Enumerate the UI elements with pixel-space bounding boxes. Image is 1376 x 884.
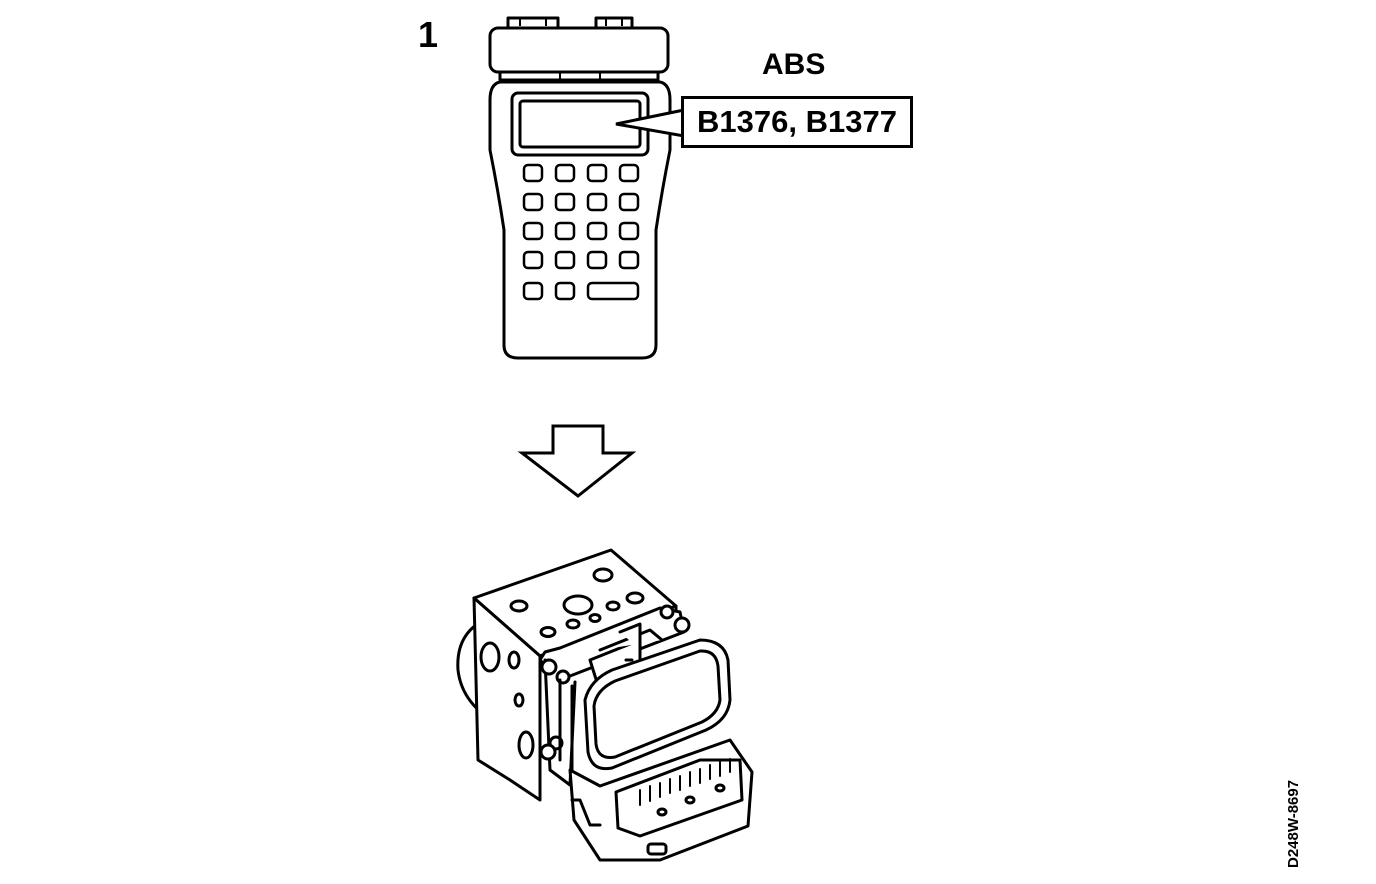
fault-code-callout: B1376, B1377 (681, 96, 913, 148)
diagnostic-scan-tool-icon (488, 16, 672, 360)
system-label: ABS (762, 48, 826, 81)
down-arrow-icon (517, 424, 637, 498)
fault-codes-text: B1376, B1377 (697, 104, 897, 139)
abs-hydraulic-control-unit-icon (456, 548, 754, 862)
figure-id: D248W-8697 (1285, 779, 1302, 868)
step-number: 1 (418, 14, 439, 55)
